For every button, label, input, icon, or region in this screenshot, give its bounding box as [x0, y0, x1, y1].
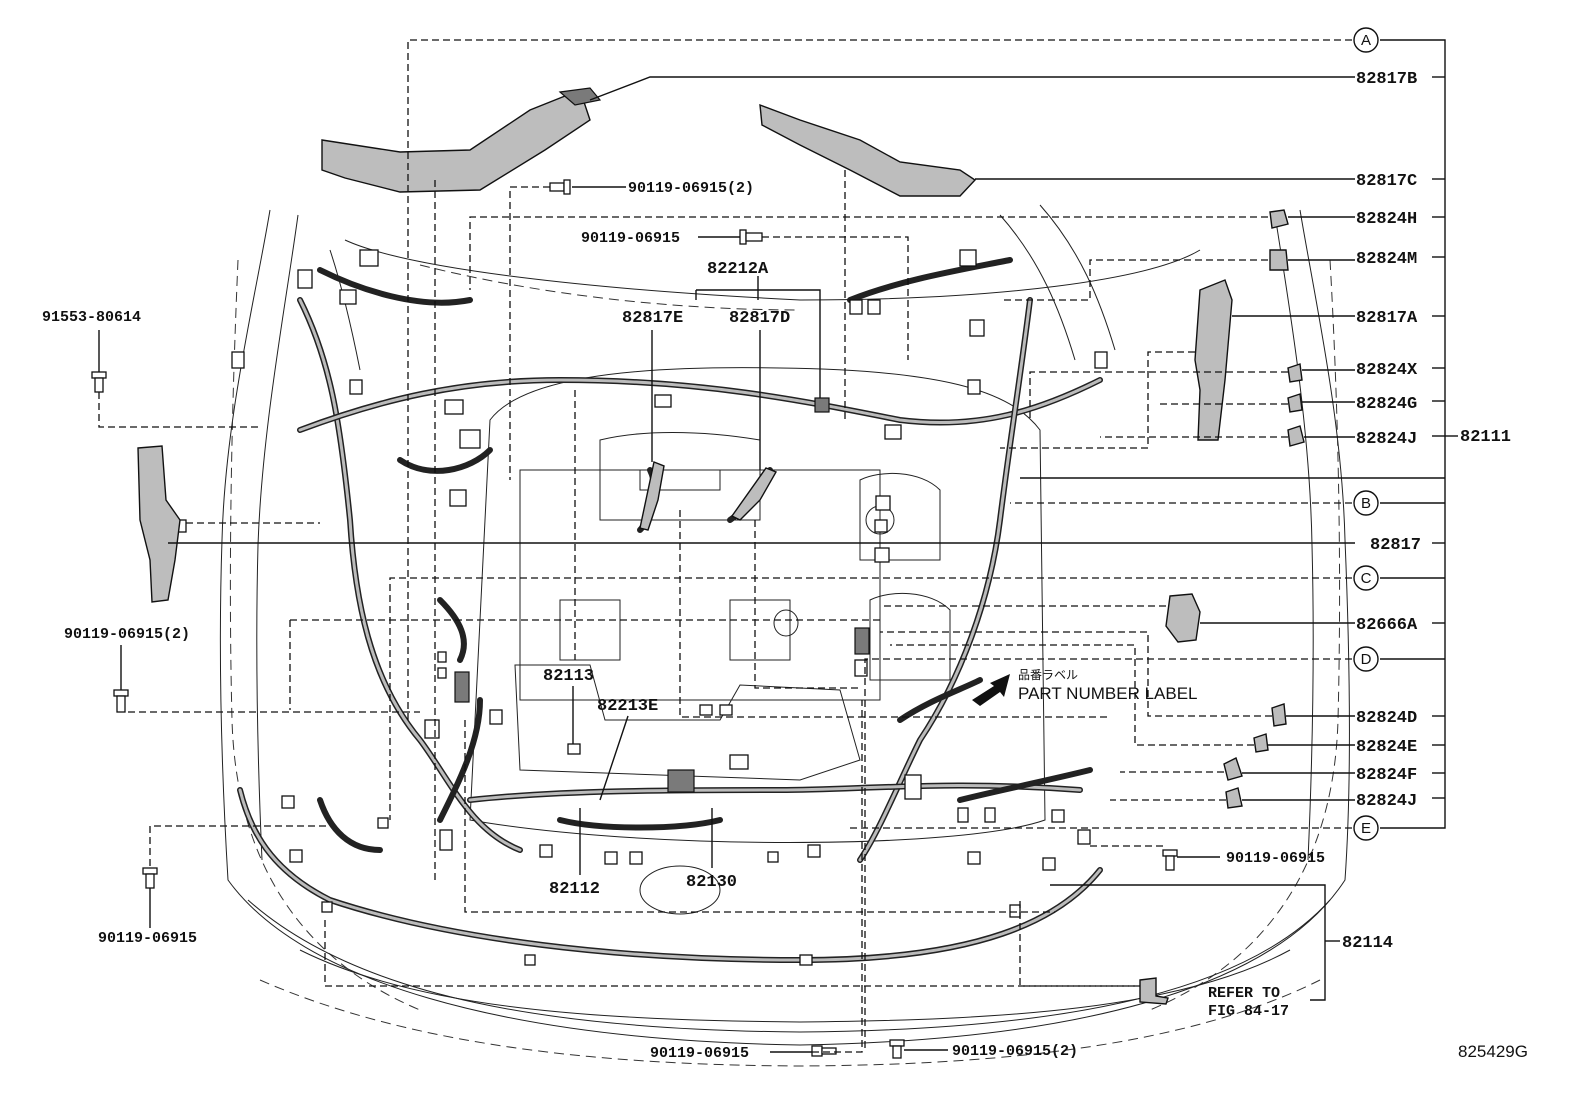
bolt-icon — [549, 179, 571, 195]
label-91553-80614: 91553-80614 — [42, 309, 141, 326]
figure-id: 825429G — [1458, 1042, 1528, 1061]
clamp-82824G — [1287, 393, 1303, 413]
bolt-icon — [1162, 849, 1178, 871]
label-82213E: 82213E — [597, 697, 658, 716]
label-82212A: 82212A — [707, 260, 769, 279]
label-82817D: 82817D — [729, 309, 790, 328]
ref-letter-c: C — [1361, 570, 1372, 587]
protector-parts — [137, 87, 1305, 1005]
vehicle-body-outline — [219, 204, 1351, 1067]
leader-lines — [98, 39, 1458, 1053]
label-bolt-top-2: 90119-06915(2) — [628, 180, 754, 197]
clamp-82824X — [1287, 363, 1303, 383]
label-82817C: 82817C — [1356, 172, 1417, 191]
label-82111: 82111 — [1460, 428, 1511, 447]
label-bolt-bottom-1: 90119-06915 — [650, 1045, 749, 1062]
label-bolt-bottom-2: 90119-06915(2) — [952, 1043, 1078, 1060]
label-bolt-right-1: 90119-06915 — [1226, 850, 1325, 867]
label-82112: 82112 — [549, 880, 600, 899]
label-82824J-top: 82824J — [1356, 430, 1417, 449]
label-82824D: 82824D — [1356, 709, 1417, 728]
label-82824X: 82824X — [1356, 361, 1418, 380]
ref-letter-b: B — [1361, 495, 1371, 512]
label-82113: 82113 — [543, 667, 594, 686]
ref-circle-d — [1353, 646, 1379, 672]
label-82666A: 82666A — [1356, 616, 1418, 635]
reference-circles: A B C D E — [1353, 27, 1379, 841]
protector-82817A — [1194, 279, 1233, 441]
ref-circle-e — [1353, 815, 1379, 841]
label-82824G: 82824G — [1356, 395, 1417, 414]
label-82824E: 82824E — [1356, 738, 1417, 757]
ref-circle-c — [1353, 565, 1379, 591]
ref-circle-b — [1353, 490, 1379, 516]
part-labels: 82817B 82817C 82824H 82824M 82817A 82824… — [42, 70, 1528, 1062]
clamp-82824M — [1269, 249, 1289, 271]
ref-letter-a: A — [1361, 32, 1371, 49]
label-82817B: 82817B — [1356, 70, 1417, 89]
clamp-82824J-bot — [1225, 787, 1243, 809]
clamp-82824J-top — [1287, 425, 1305, 447]
clamp-82824F — [1223, 757, 1243, 781]
connectors — [175, 249, 1108, 966]
label-refer-to: REFER TO — [1208, 985, 1280, 1002]
bolt-icon — [91, 371, 107, 393]
label-bolt-top-1: 90119-06915 — [581, 230, 680, 247]
ref-circle-a — [1353, 27, 1379, 53]
label-bolt-left-1: 90119-06915 — [98, 930, 197, 947]
label-82130: 82130 — [686, 873, 737, 892]
clamp-82824H — [1269, 209, 1289, 229]
label-part-number-label: PART NUMBER LABEL — [1018, 684, 1198, 703]
label-bolt-left-2: 90119-06915(2) — [64, 626, 190, 643]
bolt-icon — [142, 867, 158, 889]
clamp-82824E — [1253, 733, 1269, 753]
bolt-icon — [889, 1039, 905, 1059]
label-part-number-jp: 品番ラベル — [1018, 668, 1078, 682]
label-82817E: 82817E — [622, 309, 683, 328]
bracket-82666A — [1165, 593, 1201, 643]
label-82824H: 82824H — [1356, 210, 1417, 229]
label-82817: 82817 — [1370, 536, 1421, 555]
label-82824J-bot: 82824J — [1356, 792, 1417, 811]
protector-82817B — [321, 89, 591, 193]
clamp-82824D — [1271, 703, 1287, 727]
label-refer-fig: FIG 84-17 — [1208, 1003, 1289, 1020]
label-82824M: 82824M — [1356, 250, 1417, 269]
protector-82817 — [137, 445, 181, 603]
bolt-icon — [811, 1045, 837, 1057]
label-82817A: 82817A — [1356, 309, 1418, 328]
bolt-icon — [113, 689, 129, 713]
label-82824F: 82824F — [1356, 766, 1417, 785]
bolt-icon — [739, 229, 763, 245]
ref-letter-d: D — [1361, 651, 1372, 668]
ref-letter-e: E — [1361, 820, 1371, 837]
label-82114: 82114 — [1342, 934, 1393, 953]
protector-82817C — [759, 103, 977, 197]
